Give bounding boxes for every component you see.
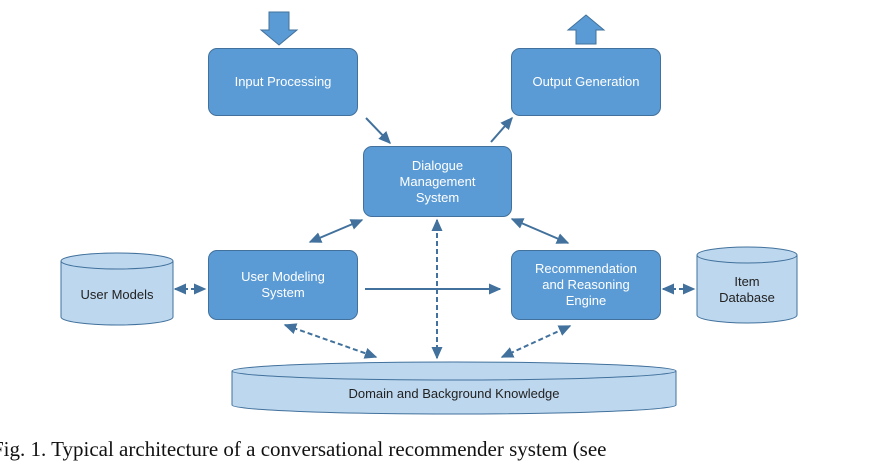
dialogue-management-box: Dialogue Management System	[363, 146, 512, 217]
architecture-diagram	[60, 11, 798, 415]
user-models-label: User Models	[80, 287, 154, 302]
output-block-arrow	[566, 14, 606, 45]
domain-knowledge-label: Domain and Background Knowledge	[348, 386, 560, 401]
arrow-dialogue-recommendation	[510, 218, 570, 244]
user-models-cylinder	[60, 252, 174, 326]
item-database-cylinder	[696, 246, 798, 324]
input-processing-box: Input Processing	[208, 48, 358, 116]
item-database-label: Item Database	[719, 274, 775, 305]
domain-knowledge-cylinder	[231, 361, 677, 415]
input-block-arrow	[259, 11, 299, 46]
dashed-arrow-knowledge-recommendation	[500, 325, 572, 358]
dashed-arrow-knowledge-user-modeling	[283, 323, 378, 359]
figure-caption-text: Fig. 1. Typical architecture of a conver…	[0, 437, 607, 461]
arrow-input-to-dialogue	[365, 117, 391, 145]
output-generation-box: Output Generation	[511, 48, 661, 116]
figure-caption: Fig. 1. Typical architecture of a conver…	[0, 434, 893, 464]
arrow-dialogue-user-modeling	[308, 219, 364, 243]
recommendation-engine-box: Recommendation and Reasoning Engine	[511, 250, 661, 320]
user-modeling-box: User Modeling System	[208, 250, 358, 320]
arrow-dialogue-to-output	[490, 116, 513, 143]
